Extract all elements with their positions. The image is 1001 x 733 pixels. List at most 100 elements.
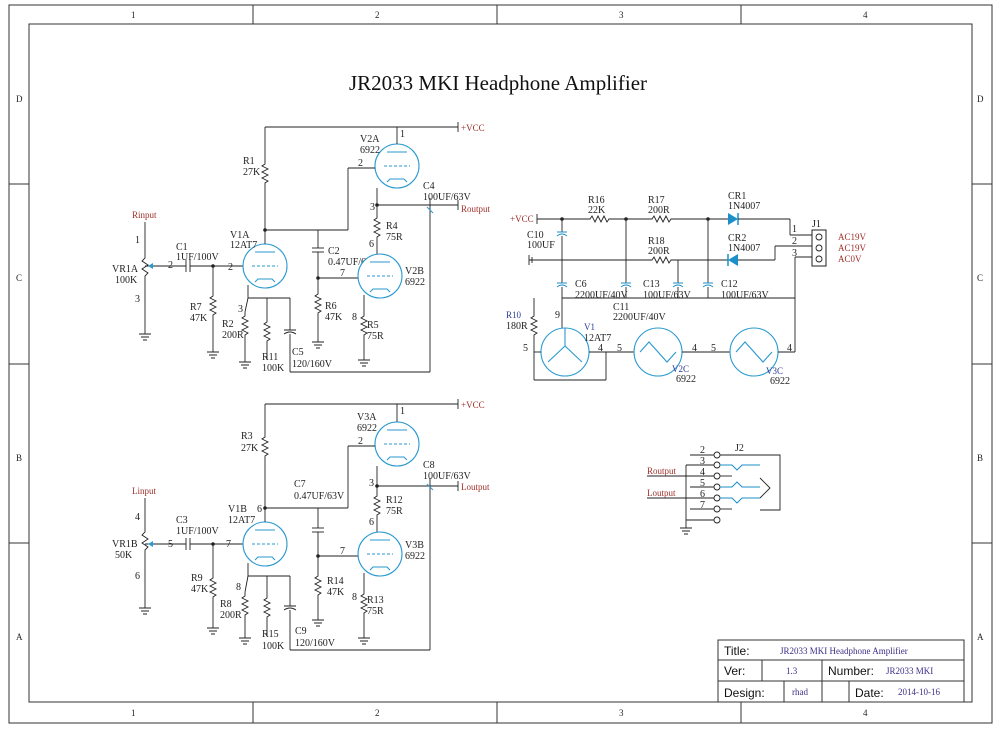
svg-text:AC19V: AC19V [838, 232, 867, 242]
svg-text:V1A: V1A [230, 230, 250, 241]
svg-text:100K: 100K [262, 363, 285, 374]
svg-text:V2A: V2A [360, 134, 380, 145]
svg-text:9: 9 [555, 310, 560, 321]
svg-text:R17: R17 [648, 195, 665, 206]
svg-text:JR2033 MKI: JR2033 MKI [886, 666, 933, 676]
zone-ticks [9, 5, 992, 723]
svg-text:0.47UF/63V: 0.47UF/63V [328, 257, 379, 268]
schematic-title: JR2033 MKI Headphone Amplifier [349, 71, 647, 95]
svg-text:1: 1 [131, 10, 136, 20]
svg-text:R6: R6 [325, 301, 337, 312]
svg-text:27K: 27K [241, 443, 259, 454]
svg-text:5: 5 [523, 343, 528, 354]
svg-text:4: 4 [692, 343, 697, 354]
svg-text:Ver:: Ver: [724, 664, 745, 678]
svg-text:R11: R11 [262, 352, 278, 363]
svg-text:R18: R18 [648, 236, 665, 247]
svg-text:120/160V: 120/160V [292, 359, 333, 370]
svg-text:100K: 100K [115, 275, 138, 286]
svg-text:CR1: CR1 [728, 191, 746, 202]
svg-text:6: 6 [700, 489, 705, 500]
svg-text:100K: 100K [262, 641, 285, 652]
svg-text:C3: C3 [176, 515, 188, 526]
net-vcc-3: +VCC [510, 214, 534, 224]
svg-text:4: 4 [863, 708, 868, 718]
svg-text:6922: 6922 [360, 145, 380, 156]
svg-text:3: 3 [792, 248, 797, 259]
title-block: Title: JR2033 MKI Headphone Amplifier Ve… [717, 639, 965, 703]
svg-text:C: C [16, 273, 22, 283]
svg-text:4: 4 [787, 343, 792, 354]
svg-text:100UF/63V: 100UF/63V [721, 290, 770, 301]
net-vcc-2: +VCC [461, 400, 485, 410]
svg-text:2: 2 [375, 708, 380, 718]
svg-text:D: D [16, 94, 23, 104]
svg-text:VR1A: VR1A [112, 264, 139, 275]
net-linput: Linput [132, 486, 156, 496]
svg-text:5: 5 [711, 343, 716, 354]
svg-text:V3A: V3A [357, 412, 377, 423]
svg-text:200R: 200R [220, 610, 242, 621]
svg-text:200R: 200R [222, 330, 244, 341]
svg-text:47K: 47K [325, 312, 343, 323]
svg-text:R14: R14 [327, 576, 344, 587]
svg-text:120/160V: 120/160V [295, 638, 336, 649]
svg-text:100UF/63V: 100UF/63V [423, 192, 472, 203]
svg-text:0.47UF/63V: 0.47UF/63V [294, 491, 345, 502]
svg-text:8: 8 [352, 592, 357, 603]
svg-text:R8: R8 [220, 599, 232, 610]
svg-text:C9: C9 [295, 626, 307, 637]
svg-text:100UF/63V: 100UF/63V [643, 290, 692, 301]
svg-text:CR2: CR2 [728, 233, 746, 244]
svg-text:AC0V: AC0V [838, 254, 862, 264]
svg-text:1UF/100V: 1UF/100V [176, 252, 220, 263]
svg-text:5: 5 [168, 539, 173, 550]
svg-text:2200UF/40V: 2200UF/40V [575, 290, 629, 301]
svg-text:A: A [16, 632, 23, 642]
svg-text:A: A [977, 632, 984, 642]
svg-text:6922: 6922 [357, 423, 377, 434]
svg-text:C7: C7 [294, 479, 306, 490]
svg-text:C12: C12 [721, 279, 738, 290]
net-routput: Routput [461, 204, 491, 214]
svg-text:B: B [16, 453, 22, 463]
svg-text:3: 3 [370, 202, 375, 213]
svg-text:5: 5 [617, 343, 622, 354]
svg-text:1: 1 [400, 406, 405, 417]
svg-text:C6: C6 [575, 279, 587, 290]
svg-text:75R: 75R [367, 606, 384, 617]
svg-text:100UF: 100UF [527, 240, 555, 251]
net-loutput-j2: Loutput [647, 488, 676, 498]
svg-text:3: 3 [619, 708, 624, 718]
svg-text:C: C [977, 273, 983, 283]
svg-text:75R: 75R [386, 232, 403, 243]
svg-text:75R: 75R [386, 506, 403, 517]
svg-text:1: 1 [135, 235, 140, 246]
svg-text:8: 8 [352, 312, 357, 323]
svg-text:C1: C1 [176, 242, 188, 253]
svg-text:6922: 6922 [676, 374, 696, 385]
svg-text:6922: 6922 [405, 277, 425, 288]
svg-text:C13: C13 [643, 279, 660, 290]
svg-text:1.3: 1.3 [786, 666, 798, 676]
svg-text:7: 7 [340, 268, 345, 279]
svg-text:2: 2 [228, 262, 233, 273]
svg-text:47K: 47K [327, 587, 345, 598]
svg-text:2: 2 [375, 10, 380, 20]
svg-text:3: 3 [135, 294, 140, 305]
svg-text:200R: 200R [648, 205, 670, 216]
outer-frame [8, 4, 993, 724]
svg-text:R1: R1 [243, 156, 255, 167]
svg-text:7: 7 [226, 539, 231, 550]
svg-text:V3C: V3C [766, 366, 783, 376]
svg-text:3: 3 [619, 10, 624, 20]
svg-text:Title:: Title: [724, 644, 750, 658]
svg-text:C5: C5 [292, 347, 304, 358]
jack-j2: J2 Routput Loutput 2 3 4 5 6 7 [647, 443, 781, 535]
svg-text:5: 5 [700, 478, 705, 489]
zone-labels: 1 2 3 4 1 2 3 4 D C B A D C B A [16, 10, 984, 718]
svg-text:B: B [977, 453, 983, 463]
svg-text:R10: R10 [506, 310, 522, 320]
svg-text:1: 1 [131, 708, 136, 718]
